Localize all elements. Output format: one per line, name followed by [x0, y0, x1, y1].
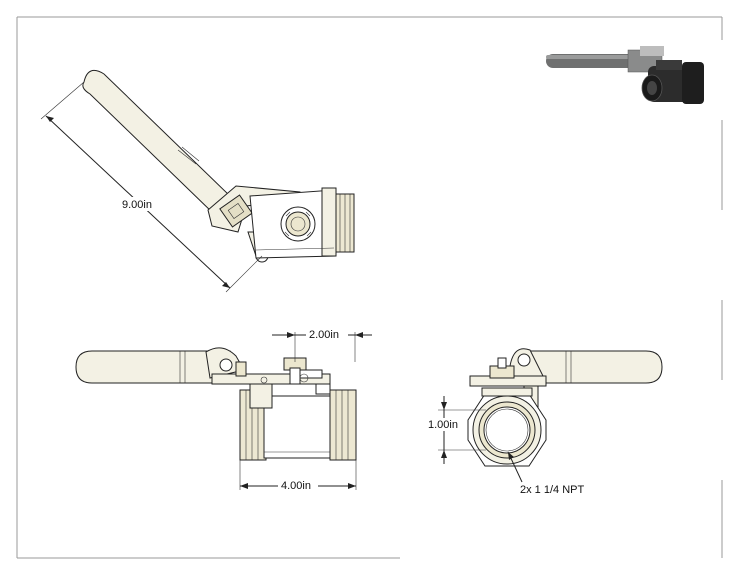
sheet-border — [16, 16, 723, 559]
dim-body-length: 4.00in — [239, 460, 357, 492]
render-thumbnail — [546, 46, 704, 104]
dim-port-height-label: 1.00in — [428, 419, 458, 431]
side-view: 1.00in 2x 1 1/4 NPT — [427, 348, 663, 496]
front-view: 2.00in 4.00in — [75, 328, 372, 492]
port-callout: 2x 1 1/4 NPT — [507, 451, 584, 496]
dim-handle-length-label: 9.00in — [122, 199, 152, 211]
side-handle — [509, 348, 663, 384]
front-lever — [211, 357, 331, 385]
front-body — [239, 383, 357, 461]
dim-body-length-label: 4.00in — [281, 480, 311, 492]
dim-stem-offset: 2.00in — [272, 328, 372, 362]
dim-port-height: 1.00in — [427, 396, 486, 464]
dim-handle-length: 9.00in — [40, 81, 263, 293]
iso-body — [249, 187, 355, 259]
port-callout-label: 2x 1 1/4 NPT — [520, 484, 584, 496]
isometric-view: 9.00in — [40, 69, 355, 293]
iso-handle — [82, 69, 231, 215]
dim-stem-offset-label: 2.00in — [309, 329, 339, 341]
side-body — [467, 387, 547, 467]
front-handle — [75, 347, 245, 384]
